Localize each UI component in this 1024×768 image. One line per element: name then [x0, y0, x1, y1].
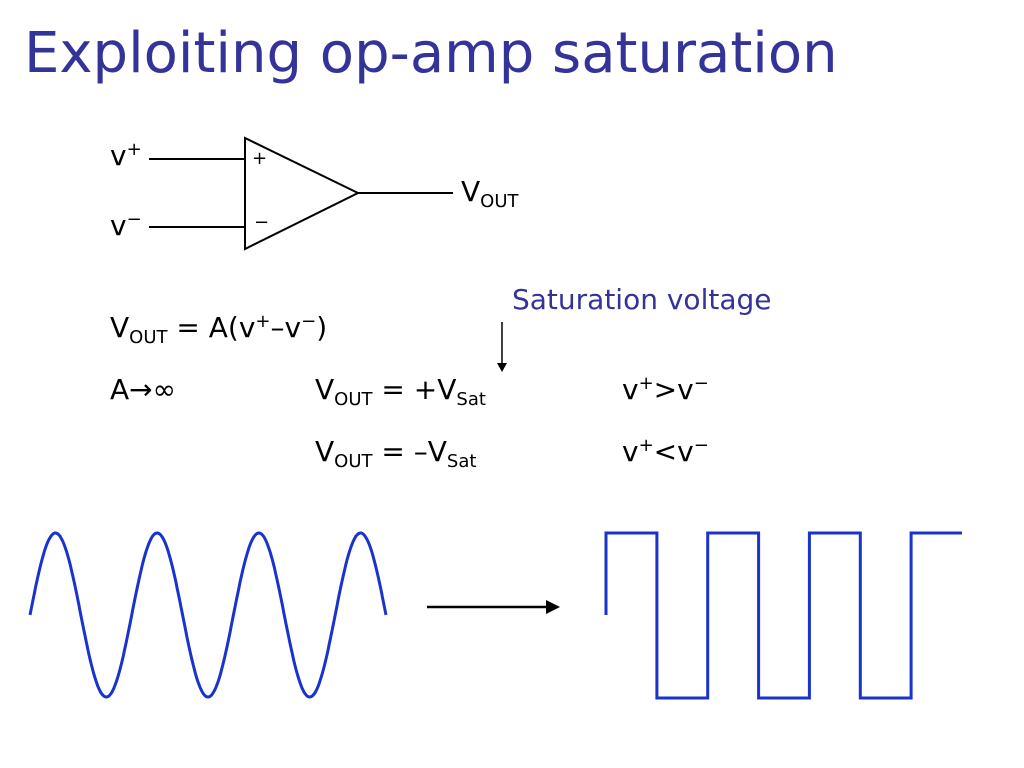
- input-plus-label: v+: [110, 139, 142, 172]
- minus-pin-sign: −: [254, 212, 270, 233]
- slide-title: Exploiting op-amp saturation: [24, 21, 838, 86]
- input-minus-label: v−: [110, 209, 142, 242]
- gain-equation: VOUT = A(v+–v−): [110, 311, 328, 348]
- transform-arrow-head: [546, 600, 560, 614]
- square-waveform: [604, 531, 962, 700]
- positive-saturation-equation: VOUT = +VSat: [315, 373, 486, 410]
- negative-saturation-equation: VOUT = –VSat: [315, 435, 477, 472]
- saturation-voltage-annotation: Saturation voltage: [512, 283, 772, 316]
- output-label: VOUT: [461, 175, 519, 212]
- plus-pin-sign: +: [252, 148, 268, 169]
- positive-condition: v+>v−: [622, 373, 709, 406]
- annotation-arrow-head: [497, 363, 507, 372]
- sine-waveform: [28, 531, 388, 699]
- op-amp-symbol: [244, 136, 361, 251]
- negative-condition: v+<v−: [622, 435, 709, 468]
- infinite-gain-label: A→∞: [110, 373, 176, 406]
